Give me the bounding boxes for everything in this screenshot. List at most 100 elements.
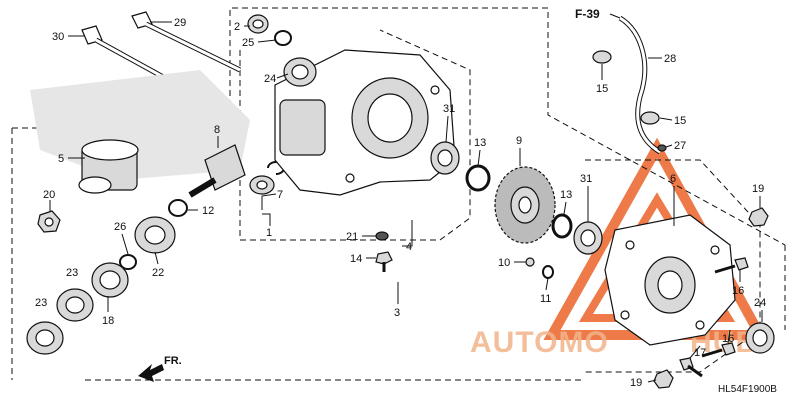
callout-27: 27: [674, 140, 686, 152]
nut-19-lower-body: [653, 369, 674, 389]
leader-22: [154, 251, 159, 265]
oring-25: [274, 30, 292, 46]
outline-housing-box: [239, 29, 471, 241]
cap-2-inner: [252, 19, 264, 29]
front-arrow-icon: [138, 364, 164, 382]
callout-25: 25: [242, 37, 254, 49]
nut-19-lower: [653, 369, 674, 389]
callout-9: 9: [516, 135, 522, 147]
bearing-22: [134, 216, 176, 254]
reference-label: F-39: [575, 7, 600, 21]
bolt-16-lower-head: [721, 342, 736, 356]
pinion-gear-shaft: [188, 177, 217, 198]
callout-7: 7: [277, 189, 283, 201]
callout-16b: 16: [722, 333, 734, 345]
callout-2: 2: [234, 21, 240, 33]
leader-13b: [563, 201, 567, 215]
bearing-31-lower-inner: [580, 229, 596, 247]
front-direction-indicator: FR.: [138, 355, 182, 382]
callout-20: 20: [43, 189, 55, 201]
bolt-16-lower: [701, 342, 736, 358]
washer-11-body: [542, 265, 554, 279]
washer-21-body: [375, 231, 389, 241]
callout-15a: 15: [596, 83, 608, 95]
leader-13a: [477, 149, 481, 167]
bearing-22-inner: [144, 225, 166, 245]
callout-numbers: 29 30 2 25 24 5 20 8 7 1 12 26 22 23 18 …: [35, 17, 766, 389]
clip-15-upper: [592, 50, 612, 64]
callout-12: 12: [202, 205, 214, 217]
leader-26: [121, 233, 129, 255]
callout-3: 3: [394, 307, 400, 319]
cover-bolt-hole-4: [695, 320, 705, 330]
oring-13-lower: [551, 213, 573, 239]
gear-case-housing: [274, 49, 456, 196]
callout-11: 11: [540, 293, 551, 305]
leader-17: [689, 345, 701, 359]
cover-bolt-hole-3: [620, 310, 630, 320]
callout-23b: 23: [35, 297, 47, 309]
outline-cover: [585, 159, 761, 373]
leader-lines: [49, 13, 763, 383]
oring-13-lower-body: [551, 213, 573, 239]
nut-19-upper-body: [748, 207, 769, 227]
callout-4: 4: [406, 241, 412, 253]
callout-8: 8: [214, 124, 220, 136]
housing-bolt-hole-3: [345, 173, 355, 183]
leader-19b: [647, 379, 657, 383]
leader-f39: [609, 13, 621, 19]
cover-hub-inner: [657, 270, 683, 300]
bolt-16-upper-head: [734, 257, 749, 271]
seal-24-upper-inner: [291, 64, 309, 80]
bolt-16-lower-shank: [701, 348, 723, 358]
seal-24-lower-inner: [752, 329, 768, 347]
bolt-10: [525, 257, 535, 267]
clip-15-upper-body: [592, 50, 612, 64]
bolt-14-head: [375, 251, 393, 265]
callout-18: 18: [102, 315, 114, 327]
callout-28: 28: [664, 53, 676, 65]
callout-19b: 19: [630, 377, 642, 389]
ring-gear-bore: [518, 196, 532, 214]
housing-pinion-bore: [279, 99, 326, 156]
oring-13-upper-body: [465, 164, 491, 192]
ring-26-body: [119, 254, 137, 270]
collar-18-inner: [99, 270, 121, 290]
callout-5: 5: [58, 153, 64, 165]
cap-2: [247, 14, 269, 34]
oring-25-body: [274, 30, 292, 46]
callout-19a: 19: [752, 183, 764, 195]
watermark-brand-left: AUTOMO: [470, 326, 609, 359]
pinion-joint-flange: [81, 139, 139, 161]
callout-22: 22: [152, 267, 164, 279]
seal-23-lower: [26, 321, 64, 355]
clip-27: [657, 144, 667, 152]
seal-23-upper: [56, 288, 94, 322]
bolt-29-shank-inner: [145, 22, 241, 72]
nut-20: [37, 210, 61, 233]
bolt-10-head: [525, 257, 535, 267]
seal-24-lower: [745, 322, 775, 354]
leader-4: [402, 220, 413, 247]
front-label: FR.: [164, 355, 182, 367]
pinion-joint-bore: [78, 176, 112, 194]
housing-bolt-hole-1: [430, 85, 440, 95]
seal-23-lower-inner: [35, 329, 55, 347]
callout-21: 21: [346, 231, 358, 243]
clip-15-lower: [640, 111, 660, 125]
callout-17: 17: [694, 347, 706, 359]
callout-13b: 13: [560, 189, 572, 201]
leader-15b: [659, 117, 673, 121]
clip-27-body: [657, 144, 667, 152]
callout-10: 10: [498, 257, 510, 269]
breather-tube-28: [618, 15, 662, 155]
leader-16b: [727, 329, 731, 344]
callout-15b: 15: [674, 115, 686, 127]
leader-1: [262, 213, 271, 226]
bolt-17: [679, 357, 703, 378]
callout-13a: 13: [474, 137, 486, 149]
callout-30: 30: [52, 31, 64, 43]
pinion-joint-5: [78, 139, 139, 194]
housing-inner-bore: [367, 93, 413, 143]
